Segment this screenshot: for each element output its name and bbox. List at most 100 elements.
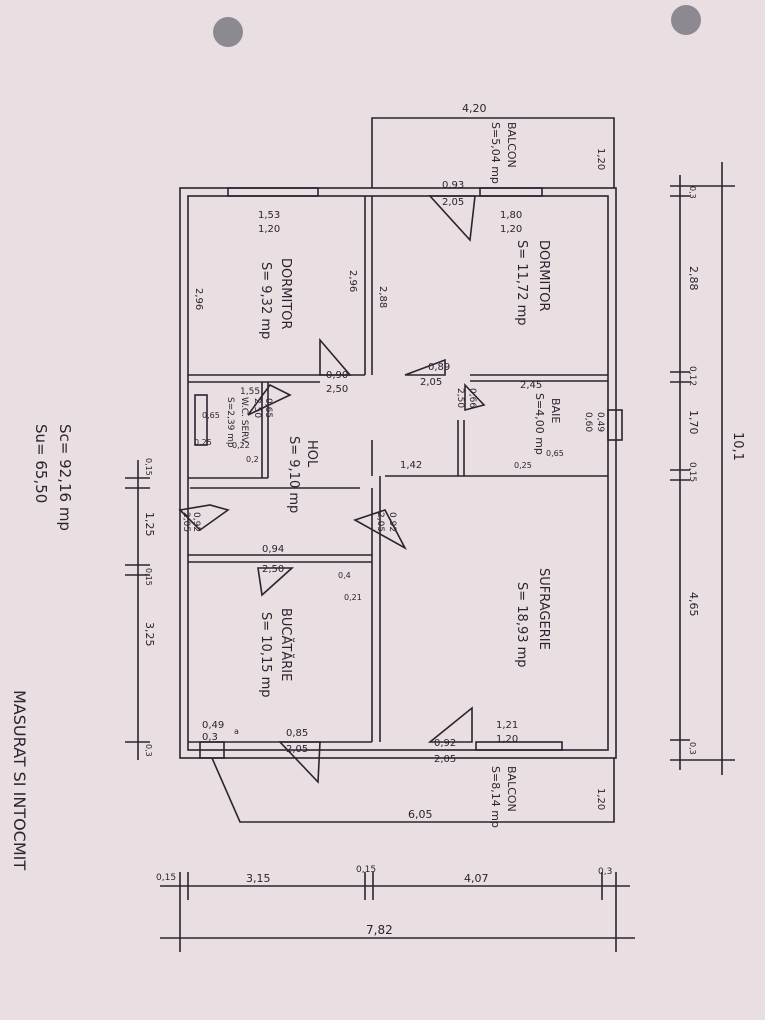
dim-right-seg: 0,15 (687, 462, 697, 482)
window-bucatarie (199, 741, 225, 759)
opening-h-bucatarie-door: 2,50 (262, 564, 284, 575)
door-entrance (178, 504, 230, 532)
dim-bottom-seg: 3,15 (246, 872, 271, 885)
opening-h-bucatarie-window: 0,3 (202, 732, 218, 743)
dim-120-top: 1,20 (595, 148, 606, 170)
dim-245: 2,45 (520, 380, 542, 391)
dim-left-seg: 3,25 (143, 622, 156, 647)
dim-right-seg: 4,65 (687, 592, 700, 617)
door-hol-sufragerie (353, 509, 407, 551)
room-area-sufragerie: S= 18,93 mp (514, 582, 529, 668)
dim-065-baie: 0,65 (546, 449, 564, 458)
hatch-wc (194, 394, 208, 446)
opening-w-bucatarie-window: 0,49 (202, 720, 224, 731)
dim-bottom-total: 7,82 (366, 923, 393, 937)
window-dormitor-right (479, 187, 543, 197)
door-dormitor-right (404, 358, 446, 376)
opening-h-dorm-left-door: 2,50 (326, 384, 348, 395)
dim-left-seg: 0,15 (144, 458, 153, 476)
dim-right-seg: 0,12 (687, 366, 697, 386)
dim-605: 6,05 (408, 808, 433, 821)
dim-025-baie: 0,25 (514, 461, 532, 470)
dim-025: 0,25 (194, 438, 212, 447)
opening-h-dorm-right-door: 2,05 (420, 377, 442, 388)
opening-h-hol-suf: 2,05 (375, 512, 385, 532)
opening-h-baie-door: 2,50 (455, 388, 465, 408)
balcony-bottom-outline (211, 757, 615, 823)
dim-right-seg: 0,3 (688, 742, 697, 755)
room-area-hol: S= 9,10 mp (286, 436, 301, 513)
room-name-balcon-top: BALCON (505, 122, 518, 168)
opening-w-dorm-left-door: 0,90 (326, 370, 348, 381)
door-dormitor-left (319, 337, 352, 376)
dim-right-seg: 2,88 (687, 266, 700, 291)
opening-w-dorm-right-door: 0,89 (428, 362, 450, 373)
opening-h-buc-balcon: 2,05 (286, 744, 308, 755)
total-sc: Sc= 92,16 mp (56, 424, 74, 531)
outer-wall (179, 187, 617, 759)
opening-h-baie-window: 0,60 (583, 412, 593, 432)
dim-065: 0,65 (202, 411, 220, 420)
total-su: Su= 65,50 (32, 424, 50, 503)
opening-w-wc-door: 0,65 (263, 398, 273, 418)
room-name-sufragerie: SUFRAGERIE (536, 568, 551, 650)
room-area-dormitor-left: S= 9,32 mp (258, 262, 273, 339)
opening-h-sufragerie-window: 1,20 (496, 734, 518, 745)
opening-h-entrance: 2,05 (181, 512, 191, 532)
punch-hole (213, 17, 243, 47)
room-name-wc: W.C. SERV. (239, 397, 249, 445)
opening-w-entrance: 0,92 (191, 512, 201, 532)
balcony-top-outline (371, 117, 615, 188)
opening-h-balcon-top: 2,05 (442, 197, 464, 208)
door-baie (464, 382, 486, 412)
door-wc (247, 383, 292, 416)
room-area-bucatarie: S= 10,15 mp (258, 612, 273, 698)
dim-bottom-seg: 4,07 (464, 872, 489, 885)
dim-022: 0,22 (232, 441, 250, 450)
dim-155: 1,55 (240, 387, 260, 397)
opening-w-baie-door: 0,66 (467, 388, 477, 408)
dim-296-left: 2,96 (193, 288, 204, 310)
room-name-dormitor-right: DORMITOR (536, 240, 551, 312)
dim-296-mid: 2,96 (347, 270, 358, 292)
door-bucatarie-balcon (278, 741, 321, 784)
dim-021: 0,21 (344, 593, 362, 602)
door-bucatarie (257, 567, 295, 597)
room-area-baie: S=4,00 mp (533, 393, 546, 455)
opening-w-dorm-right: 1,80 (500, 210, 522, 221)
room-area-balcon-bottom: S=8,14 mp (489, 766, 502, 828)
room-name-balcon-bottom: BALCON (505, 766, 518, 812)
dim-420: 4,20 (462, 102, 487, 115)
dim-bottom-seg: 0,3 (598, 867, 612, 877)
dim-right-total: 10,1 (730, 432, 745, 461)
door-sufragerie-balcon (427, 706, 473, 743)
dim-bottom-seg: 0,15 (156, 873, 176, 883)
room-name-baie: BAIE (549, 398, 562, 423)
dim-left-seg: 1,25 (143, 512, 156, 537)
dim-bottom-seg: 0,15 (356, 865, 376, 875)
dim-288: 2,88 (377, 286, 388, 308)
dim-04: 0,4 (338, 571, 351, 580)
opening-w-hol-suf: 0,92 (387, 512, 397, 532)
opening-h-dorm-right: 1,20 (500, 224, 522, 235)
room-name-dormitor-left: DORMITOR (278, 258, 293, 330)
outer-wall-inner (187, 195, 609, 751)
opening-h-wc-door: 2,50 (252, 398, 262, 418)
opening-w-sufragerie-window: 1,21 (496, 720, 518, 731)
window-baie (607, 409, 623, 441)
window-dormitor-left (227, 187, 319, 197)
opening-w-baie-window: 0,49 (595, 412, 605, 432)
room-name-bucatarie: BUCĂTĂRIE (278, 608, 294, 681)
dim-142: 1,42 (400, 460, 422, 471)
opening-h-dorm-left: 1,20 (258, 224, 280, 235)
opening-h-suf-balcon: 2,05 (434, 754, 456, 765)
dim-120-bottom: 1,20 (595, 788, 606, 810)
opening-w-dorm-left: 1,53 (258, 210, 280, 221)
room-area-wc: S=2,39 mp (225, 397, 235, 448)
punch-hole (671, 5, 701, 35)
dim-right-seg: 1,70 (687, 410, 700, 435)
opening-w-suf-balcon: 0,92 (434, 738, 456, 749)
door-balcon-top (428, 195, 476, 242)
opening-w-bucatarie-door: 0,94 (262, 544, 284, 555)
dim-left-seg: 0,15 (144, 568, 153, 586)
